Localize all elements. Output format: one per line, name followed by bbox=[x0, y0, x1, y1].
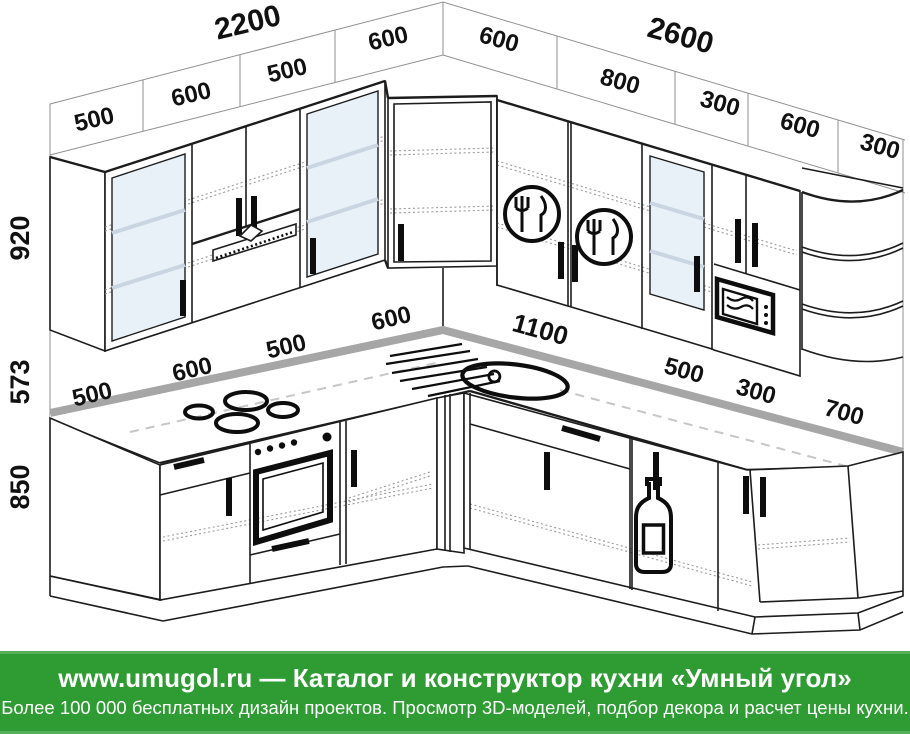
plate-fork-knife-icon bbox=[503, 185, 561, 243]
plinth-right bbox=[467, 565, 904, 635]
base-drawer-cabinet-right bbox=[469, 393, 631, 589]
bottle-icon bbox=[634, 477, 673, 574]
microwave-icon bbox=[714, 276, 776, 336]
dim-right-seg-1: 800 bbox=[597, 63, 643, 100]
dim-height-backsplash: 573 bbox=[5, 359, 35, 404]
angled-end-cabinet bbox=[749, 465, 904, 603]
microwave-cabinet bbox=[713, 175, 801, 336]
footer-subline: Более 100 000 бесплатных дизайн проектов… bbox=[1, 697, 909, 718]
base-cabinets-left bbox=[49, 392, 469, 622]
dim-right-seg-4: 300 bbox=[857, 128, 903, 165]
bottle-cargo-cabinet bbox=[631, 438, 719, 611]
dish-cabinet bbox=[503, 121, 633, 307]
base-cabinets-right bbox=[463, 391, 904, 635]
base-door-cabinet bbox=[348, 450, 431, 503]
dim-height-base: 850 bbox=[5, 464, 35, 509]
oven-icon bbox=[249, 421, 347, 565]
dim-left-seg-3: 500 bbox=[265, 53, 310, 89]
upper-left-side-panel bbox=[49, 155, 106, 353]
kitchen-plan-drawing: 2200 500 600 500 600 2600 600 800 300 60… bbox=[5, 0, 906, 635]
dim-left-seg-2: 600 bbox=[169, 77, 214, 113]
plinth-left bbox=[49, 565, 469, 622]
backsplash-band bbox=[49, 325, 905, 456]
dim-left-seg-1: 500 bbox=[72, 102, 117, 138]
upper-glass-cabinet-left bbox=[111, 144, 193, 342]
wall-dimension-labels: 2200 500 600 500 600 2600 600 800 300 60… bbox=[72, 0, 903, 165]
upper-glass-cabinet-right bbox=[299, 90, 379, 288]
extractor-hood-icon bbox=[212, 222, 297, 263]
dim-right-total: 2600 bbox=[644, 11, 717, 61]
footer-banner: www.umugol.ru — Каталог и конструктор ку… bbox=[0, 651, 910, 734]
dim-corner-left: 600 bbox=[366, 21, 411, 57]
upper-cabinets-left-wall bbox=[49, 79, 386, 353]
dim-counter-right-2: 500 bbox=[661, 352, 707, 389]
upper-corner-cabinet bbox=[383, 80, 498, 330]
oven-drawer-handle bbox=[271, 538, 310, 552]
dim-right-seg-2: 300 bbox=[697, 85, 743, 122]
dim-left-total: 2200 bbox=[211, 0, 284, 47]
base-corner-post bbox=[436, 392, 465, 554]
corner-shelf-unit bbox=[801, 167, 904, 363]
cooktop-icon bbox=[183, 390, 300, 434]
dim-height-upper: 920 bbox=[5, 215, 35, 260]
upper-hood-cabinet bbox=[191, 126, 301, 263]
base-drawer-cabinet bbox=[159, 444, 251, 583]
dim-corner-right: 600 bbox=[476, 21, 522, 58]
drawer-handle bbox=[173, 457, 205, 470]
dim-counter-left-4: 600 bbox=[369, 301, 414, 337]
dim-counter-right-1: 1100 bbox=[509, 307, 571, 351]
footer-headline: www.umugol.ru — Каталог и конструктор ку… bbox=[58, 663, 852, 693]
plate-fork-knife-icon bbox=[575, 208, 633, 266]
drawer-handle bbox=[561, 425, 601, 442]
upper-cabinets-right-wall bbox=[496, 96, 904, 378]
sink-icon bbox=[385, 342, 570, 401]
height-dimension-labels: 920 573 850 bbox=[5, 215, 35, 509]
dim-counter-right-4: 700 bbox=[821, 394, 867, 431]
tall-glass-cabinet bbox=[641, 144, 713, 350]
